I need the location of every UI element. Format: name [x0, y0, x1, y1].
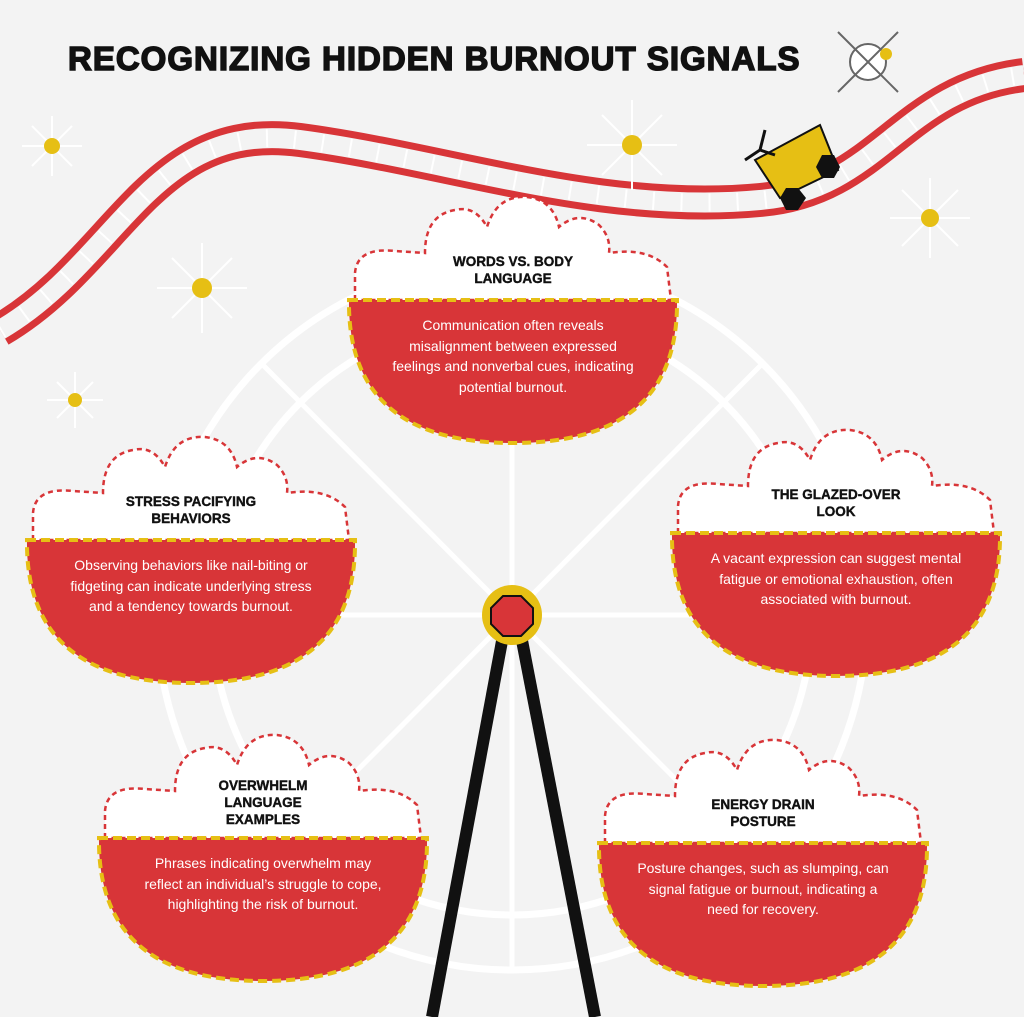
roller-coaster-track: [0, 58, 1024, 345]
card-description: A vacant expression can suggest mental f…: [710, 550, 962, 607]
gondola-shape: [597, 738, 929, 988]
gondola-shape: [670, 428, 1002, 678]
gondola-shape: [25, 435, 357, 685]
wheel-hub: [482, 585, 542, 645]
card-overwhelm-language-examples: Overwhelm Language Examples Phrases indi…: [97, 733, 429, 983]
card-title: The Glazed-Over Look: [771, 487, 901, 519]
wheel-stand: [426, 623, 601, 1017]
card-title: Stress Pacifying Behaviors: [125, 494, 257, 526]
card-glazed-over-look: The Glazed-Over Look A vacant expression…: [670, 428, 1002, 678]
card-title: Energy Drain Posture: [711, 797, 815, 829]
sparkle-icon: [837, 31, 899, 93]
card-description: Communication often reveals misalignment…: [392, 317, 634, 395]
gondola-shape: [97, 733, 429, 983]
card-title: Words vs. Body Language: [452, 254, 573, 286]
card-title: Overwhelm Language Examples: [218, 778, 308, 827]
gondola-shape: [347, 195, 679, 445]
card-description: Phrases indicating overwhelm may reflect…: [144, 855, 382, 912]
card-words-vs-body-language: Words vs. Body Language Communication of…: [347, 195, 679, 445]
card-energy-drain-posture: Energy Drain Posture Posture changes, su…: [597, 738, 929, 988]
card-stress-pacifying-behaviors: Stress Pacifying Behaviors Observing beh…: [25, 435, 357, 685]
coaster-car: [744, 123, 840, 210]
card-description: Observing behaviors like nail-biting or …: [70, 557, 312, 614]
card-description: Posture changes, such as slumping, can s…: [637, 860, 889, 917]
page-title: Recognizing Hidden Burnout Signals: [67, 39, 801, 78]
stars: [22, 100, 970, 428]
